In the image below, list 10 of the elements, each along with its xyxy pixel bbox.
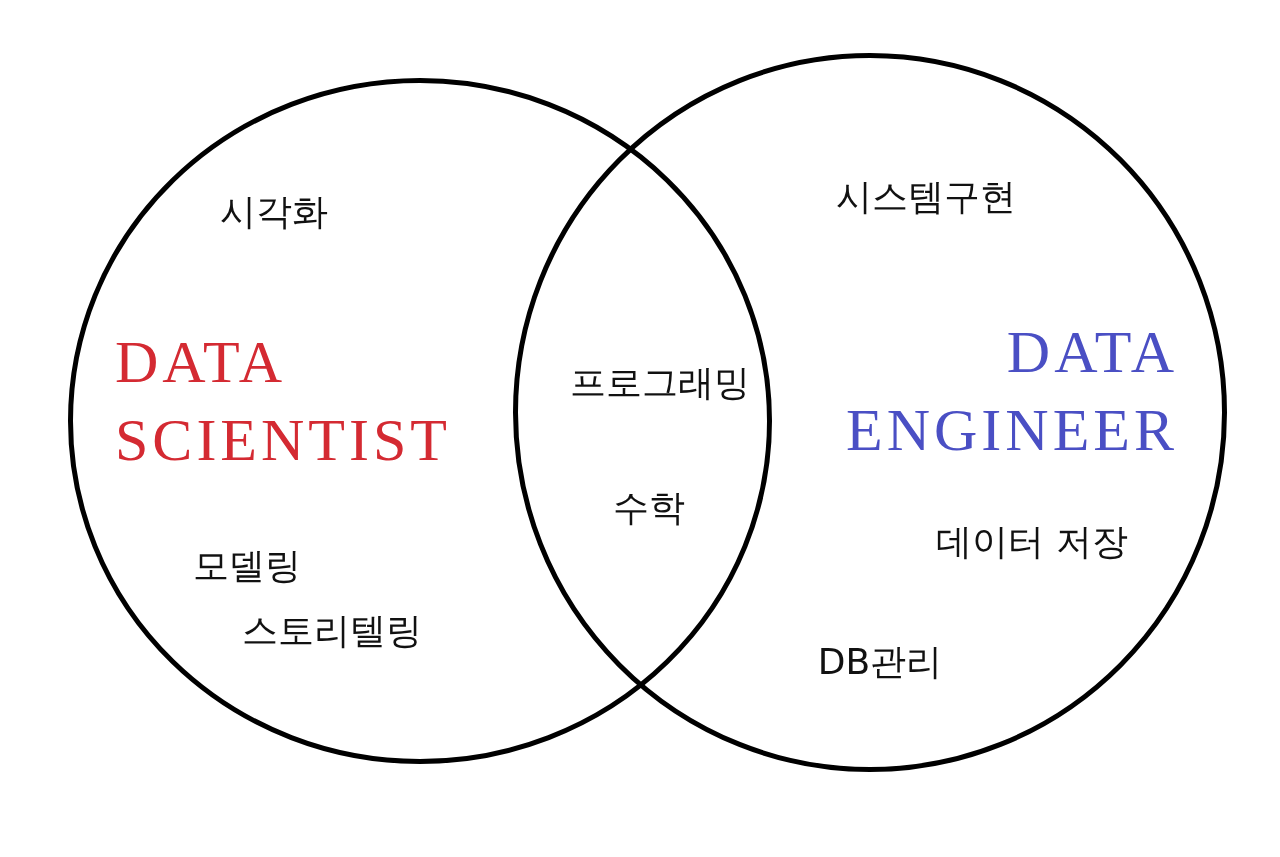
topic-label: 스토리텔링 — [242, 610, 422, 652]
topic-label: 시스템구현 — [836, 176, 1016, 218]
topic-label: 데이터 저장 — [936, 521, 1128, 563]
circle-title: DATA SCIENTIST — [115, 328, 452, 475]
topic-label: DB관리 — [817, 641, 943, 683]
topic-label: 수학 — [613, 487, 685, 529]
topic-label: 프로그래밍 — [570, 362, 750, 404]
circle-title: DATA ENGINEER — [845, 318, 1178, 465]
topic-label: 모델링 — [193, 545, 301, 587]
topic-label: 시각화 — [220, 191, 328, 233]
